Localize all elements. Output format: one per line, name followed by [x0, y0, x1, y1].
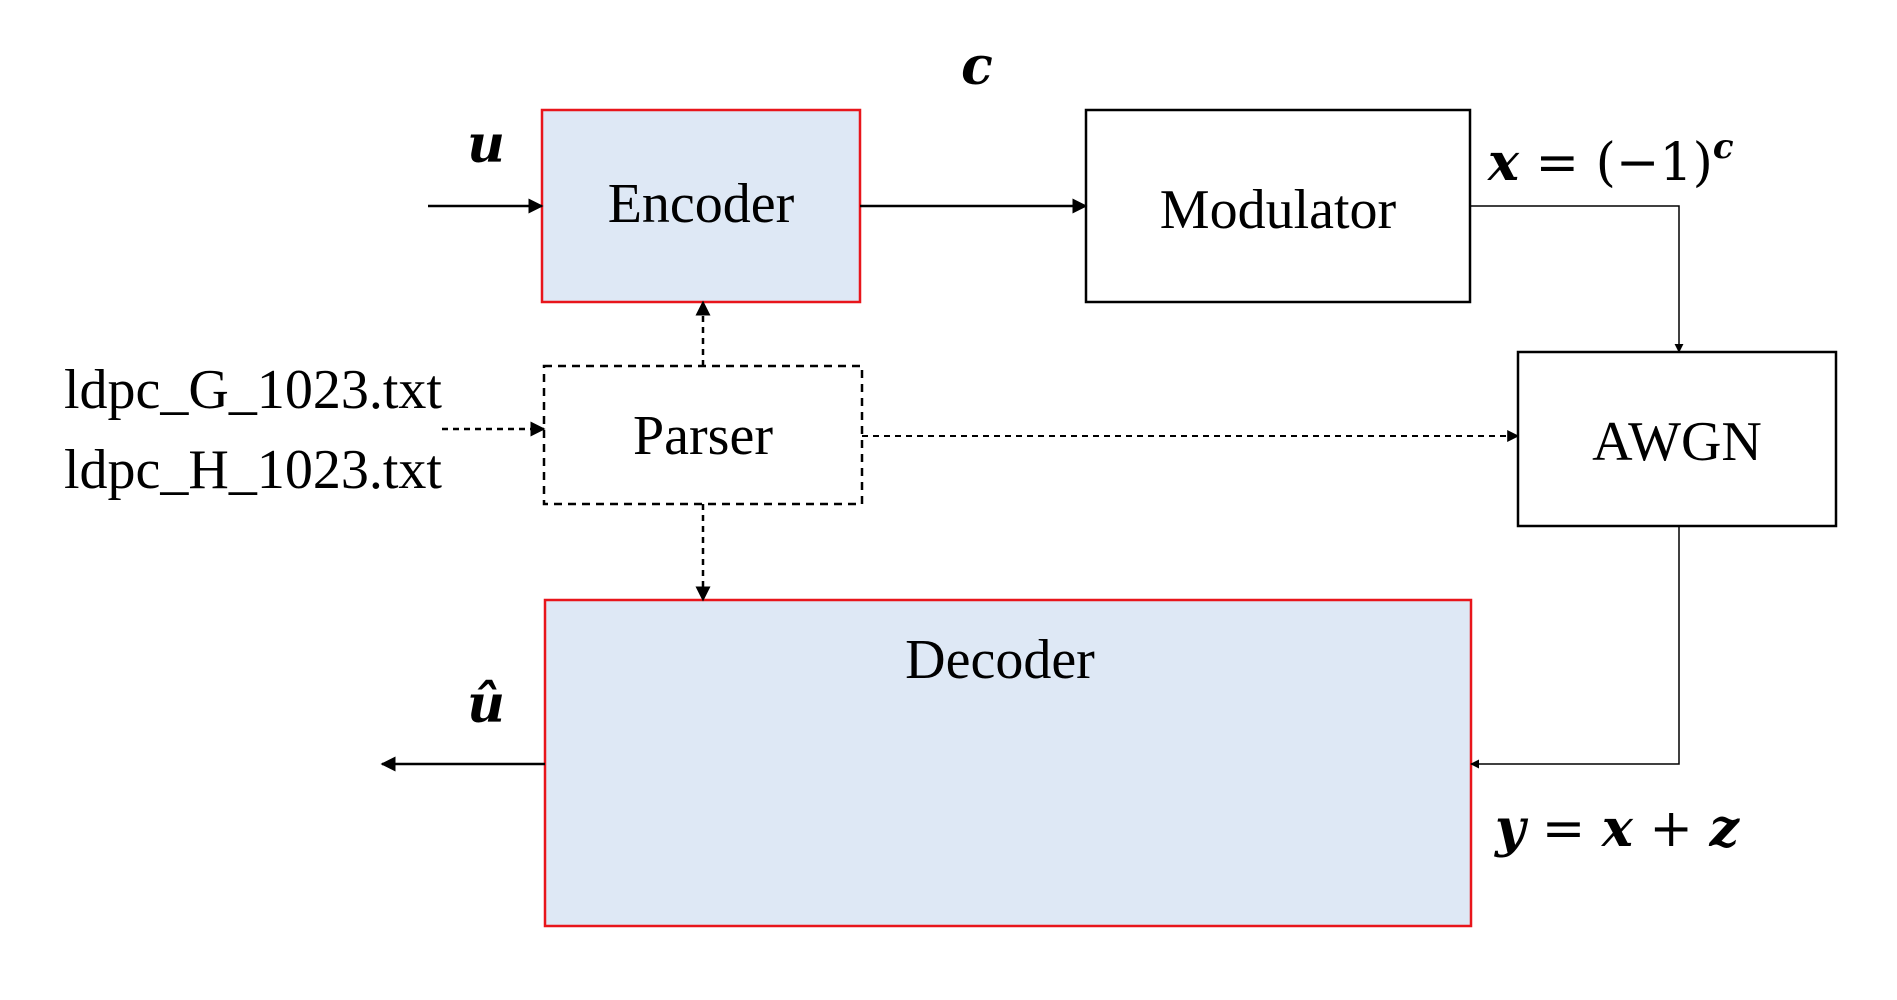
x-equation: x = (−1)c — [1487, 127, 1734, 193]
y-eq-z: z — [1709, 798, 1741, 859]
modulator-to-awgn-arrow — [1470, 205, 1684, 353]
parser-label: Parser — [633, 405, 773, 467]
parser-block: Parser — [542, 364, 864, 506]
h-matrix-file-label: ldpc_H_1023.txt — [64, 439, 442, 501]
y-eq-lhs: y — [1494, 798, 1529, 859]
awgn-label: AWGN — [1592, 411, 1762, 473]
decoder-block: Decoder — [543, 598, 1473, 928]
y-eq-x: x — [1601, 798, 1634, 859]
y-equation: y = x + z — [1494, 798, 1741, 859]
y-eq-equals: = — [1525, 799, 1602, 859]
x-eq-rhs: = (−1) — [1519, 133, 1713, 193]
u-symbol: u — [467, 114, 505, 175]
u-hat-symbol: û — [467, 674, 505, 735]
awgn-to-decoder-arrow — [1470, 526, 1680, 769]
g-matrix-file-label: ldpc_G_1023.txt — [64, 359, 442, 421]
decoder-label: Decoder — [905, 629, 1095, 691]
x-eq-lhs: x — [1487, 132, 1520, 193]
y-eq-plus: + — [1633, 799, 1710, 859]
encoder-block: Encoder — [540, 108, 862, 304]
awgn-block: AWGN — [1516, 350, 1838, 528]
x-eq-exponent: c — [1713, 127, 1734, 167]
modulator-label: Modulator — [1160, 179, 1397, 241]
encoder-label: Encoder — [608, 173, 795, 235]
c-symbol: c — [961, 36, 993, 97]
modulator-block: Modulator — [1084, 108, 1472, 304]
